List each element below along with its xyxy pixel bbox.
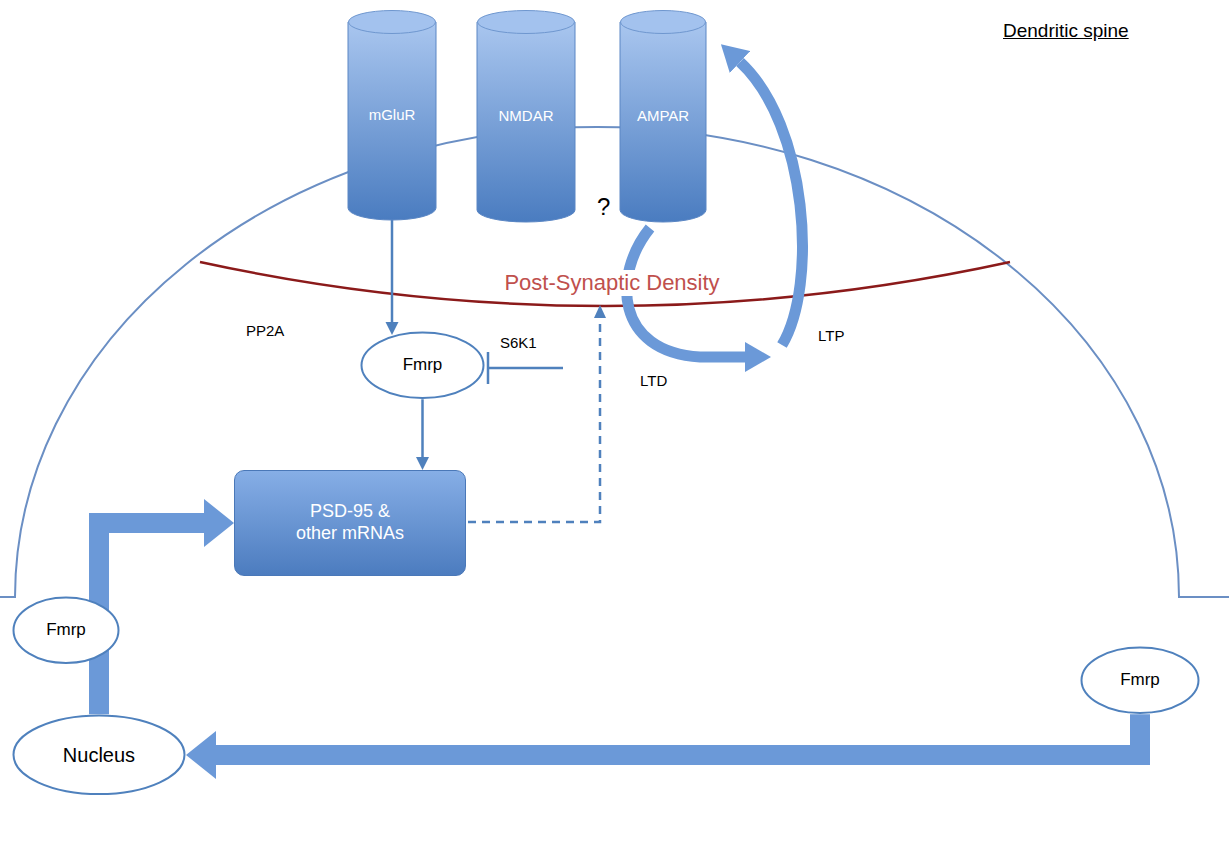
cylinder-top bbox=[478, 11, 575, 34]
ellipse-outline bbox=[14, 597, 119, 663]
node-label: Fmrp bbox=[46, 620, 86, 640]
cylinder-top bbox=[349, 11, 436, 34]
ellipse-outline bbox=[1082, 647, 1199, 713]
node-label: AMPAR bbox=[637, 107, 689, 125]
arrowhead bbox=[204, 499, 234, 547]
cylinder-body bbox=[348, 22, 436, 220]
transport-arrow bbox=[99, 523, 204, 714]
cylinder-top bbox=[621, 11, 706, 34]
receptor-cylinder: AMPAR bbox=[620, 10, 706, 222]
node-label: mGluR bbox=[369, 106, 416, 124]
ltp-arrow bbox=[740, 62, 802, 345]
ellipse-shape bbox=[12, 596, 120, 665]
arrowhead bbox=[416, 457, 429, 470]
node-label: Fmrp bbox=[1120, 670, 1160, 690]
connector bbox=[99, 499, 234, 714]
connector bbox=[186, 714, 1140, 779]
ellipse-outline bbox=[14, 716, 185, 795]
cylinder-shape bbox=[620, 10, 706, 222]
ltd-arrow bbox=[627, 228, 745, 357]
psd-curve bbox=[200, 262, 1010, 306]
protein-ellipse: Fmrp bbox=[1080, 646, 1200, 715]
receptor-cylinder: mGluR bbox=[348, 10, 436, 220]
cylinder-shape bbox=[348, 10, 436, 220]
ellipse-shape bbox=[360, 331, 485, 400]
plasticity-label: LTP bbox=[818, 327, 844, 345]
connector bbox=[416, 399, 429, 470]
node-label: Fmrp bbox=[403, 355, 443, 375]
protein-ellipse: Fmrp bbox=[360, 331, 485, 400]
ellipse-outline bbox=[362, 332, 484, 398]
kinase-label: S6K1 bbox=[500, 334, 537, 352]
arrowhead bbox=[386, 322, 399, 335]
node-label: PSD-95 & other mRNAs bbox=[290, 501, 410, 544]
cylinder-body bbox=[620, 22, 706, 222]
psd-label: Post-Synaptic Density bbox=[500, 270, 723, 296]
cylinder-shape bbox=[477, 10, 575, 222]
node-label: NMDAR bbox=[499, 107, 554, 125]
mrna-box: PSD-95 & other mRNAs bbox=[234, 470, 466, 576]
signal-arrow bbox=[391, 220, 394, 322]
transport-arrow bbox=[216, 714, 1140, 755]
ellipse-shape bbox=[12, 714, 186, 796]
arrowhead bbox=[186, 731, 216, 779]
connector bbox=[386, 220, 399, 335]
region-title: Dendritic spine bbox=[1003, 20, 1129, 43]
node-label: Nucleus bbox=[63, 743, 135, 767]
question-mark: ? bbox=[597, 193, 610, 222]
enzyme-label: PP2A bbox=[246, 322, 284, 340]
plasticity-label: LTD bbox=[640, 372, 667, 390]
receptor-cylinder: NMDAR bbox=[477, 10, 575, 222]
dashed-arrow bbox=[468, 318, 600, 522]
inhibition-line bbox=[488, 352, 563, 384]
ellipse-shape bbox=[1080, 646, 1200, 715]
nucleus-ellipse: Nucleus bbox=[12, 714, 186, 796]
signal-arrow bbox=[421, 399, 424, 457]
protein-ellipse: Fmrp bbox=[12, 596, 120, 665]
cylinder-body bbox=[477, 22, 575, 222]
